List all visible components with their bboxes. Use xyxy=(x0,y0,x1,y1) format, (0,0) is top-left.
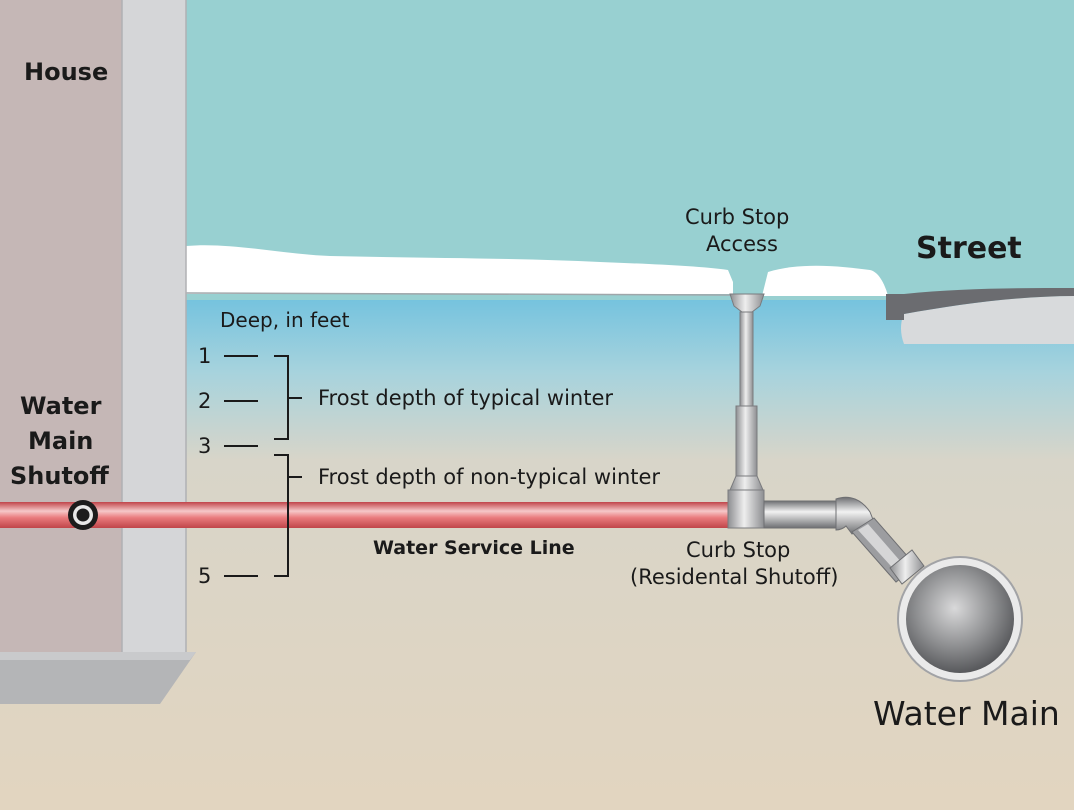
water-main-label: Water Main xyxy=(873,694,1060,733)
snow-cover-right xyxy=(762,265,888,296)
sky xyxy=(185,0,1074,300)
water-service-pipe xyxy=(0,502,732,528)
curb-stop-label-line2: (Residental Shutoff) xyxy=(630,565,839,589)
depth-tick-marks xyxy=(224,355,258,577)
ground-line xyxy=(185,292,731,296)
curb-stop-sleeve xyxy=(735,405,758,477)
water-main-shutoff-label-line1: Water xyxy=(20,392,102,420)
depth-header: Deep, in feet xyxy=(220,308,350,332)
curb-stop-valve xyxy=(727,489,765,529)
curb-stop-label-line1: Curb Stop xyxy=(686,538,791,562)
house-wall xyxy=(0,0,122,652)
water-main-shutoff-label-line3: Shutoff xyxy=(10,462,109,490)
street-curb xyxy=(886,288,1074,320)
frost-nontypical-label: Frost depth of non-typical winter xyxy=(318,465,661,489)
street-road xyxy=(901,296,1074,344)
street-label: Street xyxy=(916,231,1022,266)
depth-tick-1: 1 xyxy=(198,344,212,368)
connector-pipe xyxy=(763,500,841,529)
snow-cover xyxy=(186,245,733,294)
bracket-nontypical xyxy=(274,454,302,577)
service-line-label: Water Service Line xyxy=(373,537,575,559)
depth-tick-2: 2 xyxy=(198,389,212,413)
coupling xyxy=(889,549,925,585)
footing xyxy=(0,652,196,704)
foundation-wall xyxy=(122,0,186,652)
curb-stop-rod xyxy=(739,311,754,409)
curb-stop-access-label-line2: Access xyxy=(706,232,778,256)
curb-stop-access-label-line1: Curb Stop xyxy=(685,205,790,229)
depth-tick-3: 3 xyxy=(198,434,212,458)
water-main-shutoff-label-line2: Main xyxy=(28,427,94,455)
frost-typical-label: Frost depth of typical winter xyxy=(318,386,613,410)
house-label: House xyxy=(24,58,109,86)
depth-tick-5: 5 xyxy=(198,564,212,588)
bracket-typical xyxy=(274,355,302,440)
